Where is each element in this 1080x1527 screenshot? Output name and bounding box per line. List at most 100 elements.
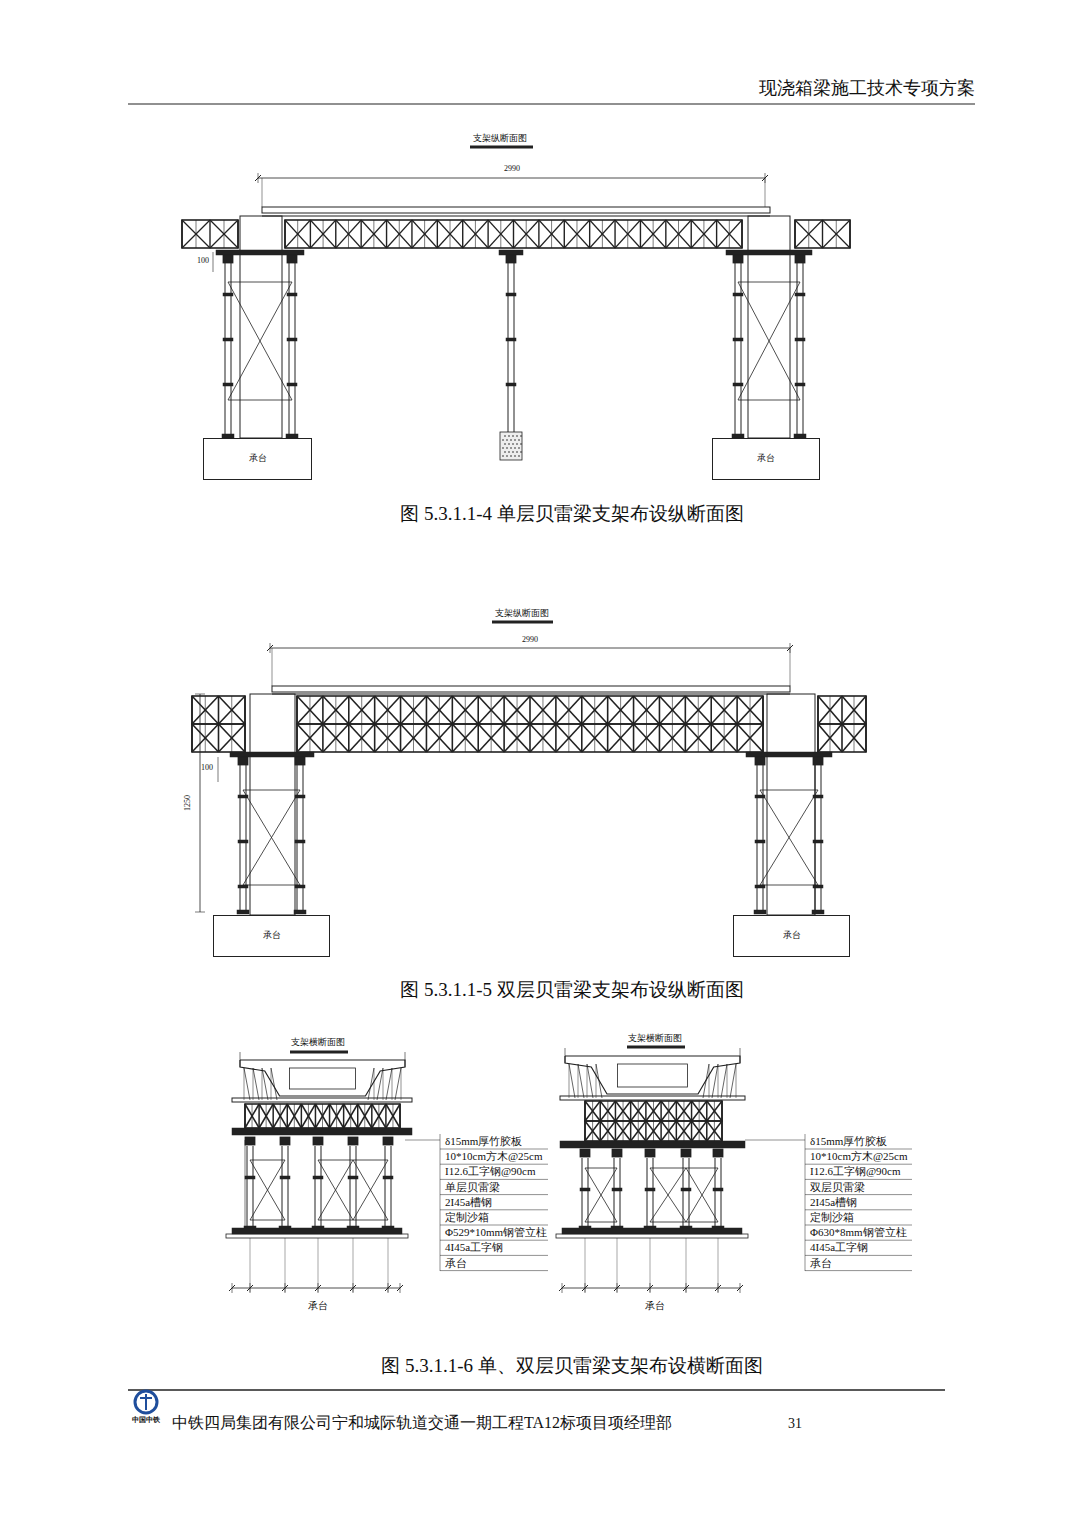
bailey-post (361, 724, 362, 752)
bailey-diagonal (707, 1121, 722, 1141)
bailey-post (439, 724, 440, 752)
bailey-diagonal (426, 724, 452, 752)
bailey-chord (374, 724, 376, 752)
extension-line (272, 648, 273, 686)
bailey-post (308, 1104, 309, 1128)
channel-beam (230, 752, 314, 757)
column-footing (500, 432, 522, 460)
bailey-chord (581, 696, 583, 724)
leader-line (405, 1140, 440, 1141)
bailey-truss (818, 724, 866, 752)
footing-hatch (512, 443, 514, 445)
bailey-post (309, 696, 310, 724)
pile-cap-box: 承台 (203, 438, 312, 480)
dimension: 2990 (504, 164, 520, 173)
bailey-post (653, 220, 654, 248)
page-number: 31 (788, 1416, 802, 1432)
dimension-slash (559, 1285, 565, 1291)
steel-pipe-column (757, 765, 758, 912)
bailey-post (392, 1104, 393, 1128)
bailey-diagonal (685, 724, 711, 752)
pipe-flange (348, 1176, 358, 1179)
pile-cap-box: 承台 (712, 438, 820, 480)
bailey-diagonal (245, 1104, 259, 1128)
footing-hatch (516, 451, 518, 453)
bailey-diagonal (245, 1104, 259, 1128)
bailey-diagonal (707, 1101, 722, 1121)
dimension-line (232, 1288, 400, 1289)
bailey-post (576, 220, 577, 248)
sand-box (755, 757, 765, 765)
steel-pipe-column (315, 1146, 316, 1228)
cap-label: 承台 (249, 454, 267, 464)
dimension: 100 (197, 256, 209, 265)
bailey-post (568, 724, 569, 752)
bailey-diagonal (372, 1104, 386, 1128)
bailey-diagonal (478, 724, 504, 752)
bailey-diagonal (287, 1104, 301, 1128)
bailey-diagonal (210, 220, 238, 248)
bailey-chord (660, 1101, 662, 1121)
bailey-post (231, 696, 232, 724)
wing-support (578, 1064, 579, 1098)
bailey-diagonal (661, 1101, 676, 1121)
bridge-pier (250, 694, 295, 915)
bailey-post (387, 696, 388, 724)
bailey-post (672, 696, 673, 724)
bailey-chord (706, 1101, 708, 1121)
footing-hatch (518, 439, 520, 441)
bailey-diagonal (608, 724, 634, 752)
pipe-base (294, 910, 306, 914)
extension-line (262, 178, 263, 207)
company-logo (135, 1391, 157, 1413)
bailey-chord (706, 1121, 708, 1141)
bailey-post (424, 220, 425, 248)
distribution-beam (272, 693, 790, 694)
bailey-truss (245, 1104, 400, 1128)
wing-support (712, 1064, 718, 1098)
bailey-diagonal (219, 696, 246, 724)
bailey-chord (736, 724, 738, 752)
bailey-diagonal (330, 1104, 344, 1128)
bailey-diagonal (387, 220, 412, 248)
footer-text: 中铁四局集团有限公司宁和城际轨道交通一期工程TA12标项目项经理部 (172, 1414, 672, 1432)
bailey-diagonal (646, 1101, 661, 1121)
bailey-diagonal (323, 724, 349, 752)
steel-pipe-column (391, 1146, 392, 1228)
bailey-diagonal (426, 724, 452, 752)
pipe-flange (733, 383, 743, 386)
dimension-slash (582, 1285, 588, 1291)
bailey-diagonal (737, 696, 763, 724)
bailey-diagonal (437, 220, 462, 248)
deck-formwork (272, 686, 790, 692)
deck-formwork (560, 1096, 745, 1100)
dimension-slash (385, 1285, 391, 1291)
bailey-chord (181, 220, 182, 248)
bailey-chord (357, 1104, 359, 1128)
bailey-diagonal (504, 696, 530, 724)
bailey-post (699, 1121, 700, 1141)
bailey-diagonal (661, 1121, 676, 1141)
bailey-post (703, 220, 704, 248)
bailey-diagonal (676, 1121, 691, 1141)
bailey-post (607, 1121, 608, 1141)
edge-line (740, 1048, 741, 1063)
extension-line (650, 1238, 651, 1292)
bailey-diagonal (590, 220, 615, 248)
legend-item: 单层贝雷梁 (445, 1181, 500, 1194)
pipe-flange (755, 840, 765, 843)
bailey-chord (272, 1104, 274, 1128)
bailey-chord (477, 724, 479, 752)
bailey-diagonal (297, 724, 323, 752)
section-title: 支架纵断面图 (473, 133, 527, 143)
cross-brace (650, 1168, 686, 1222)
bailey-diagonal (488, 220, 513, 248)
bailey-diagonal (691, 220, 716, 248)
legend-item: Φ529*10mm钢管立柱 (445, 1226, 547, 1239)
bridge-pier (767, 694, 815, 915)
bailey-chord (529, 696, 531, 724)
bailey-diagonal (564, 220, 589, 248)
bailey-diagonal (842, 724, 866, 752)
bailey-diagonal (426, 696, 452, 724)
